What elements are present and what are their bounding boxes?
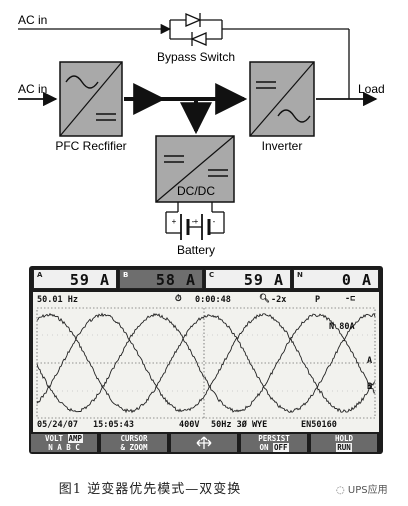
zoom-readout: -2x [271,295,287,305]
channel-b-reading: B 58 A [119,269,203,289]
channel-c-reading: C 59 A [205,269,291,289]
channel-a-reading: A 59 A [33,269,117,289]
hold-run-softkey[interactable]: HOLD RUN [311,434,377,452]
softkey-bar: VOLT AMP N A B C CURSOR & ZOOM PERSIST O… [31,434,381,452]
move-arrows-icon [196,436,212,449]
frequency-readout: 50.01 Hz [37,295,78,305]
battery-icon [165,202,225,240]
battery-minus-2: - [213,217,216,226]
inverter-label: Inverter [262,139,303,153]
phase-a-waveform [36,312,376,414]
dcdc-label: DC/DC [177,184,215,198]
bypass-switch-label: Bypass Switch [157,50,235,64]
pfc-rectifier-block [59,61,123,137]
ups-block-diagram: AC in AC in Bypass Switch Load PFC Recfi… [18,13,385,257]
elapsed-timer: 0:00:48 [195,295,231,305]
battery-minus-1: - [192,217,195,226]
marker-right-2: B [367,382,373,392]
dcdc-block [155,135,235,203]
power-analyzer-display: A 59 A B 58 A C 59 A N 0 A 50.01 Hz ⏱ 0:… [29,266,383,454]
pfc-rectifier-label: PFC Recfifier [55,139,126,153]
voltage-readout: 400V [179,420,200,430]
watermark: ◌ UPS应用 [336,485,388,496]
battery-label: Battery [177,243,215,257]
wechat-icon: ◌ [336,485,345,496]
persist-softkey[interactable]: PERSIST ON OFF [241,434,307,452]
figure-caption: 图1 逆变器优先模式—双变换 [58,482,242,497]
phase-c-waveform [36,312,376,413]
battery-plus-1: + [172,217,177,226]
status-p: P [315,295,321,305]
ac-in-main-label: AC in [18,82,47,96]
zoom-icon: 🔍︎ [259,294,270,304]
range-label: N 80A [329,322,355,332]
volt-amp-softkey[interactable]: VOLT AMP N A B C [31,434,97,452]
battery-plus-2: + [194,217,199,226]
waveform-plot [36,307,376,419]
load-label: Load [358,82,385,96]
move-arrows-softkey[interactable] [171,434,237,452]
plug-icon: -⊏ [345,294,356,304]
config-readout: 50Hz 3Ø WYE [211,420,268,430]
channel-n-reading: N 0 A [293,269,379,289]
ac-in-top-label: AC in [18,13,47,27]
marker-right-1: A [367,356,373,366]
cursor-zoom-softkey[interactable]: CURSOR & ZOOM [101,434,167,452]
time-readout: 15:05:43 [93,420,134,430]
date-readout: 05/24/07 [37,420,78,430]
waveform-screen: 50.01 Hz ⏱ 0:00:48 🔍︎ -2x P -⊏ N 80A A B… [33,292,379,432]
standard-readout: EN50160 [301,420,337,430]
phase-b-waveform [36,312,376,413]
bypass-switch-icon [169,13,223,46]
clock-icon: ⏱ [175,294,182,304]
inverter-block [249,61,315,137]
